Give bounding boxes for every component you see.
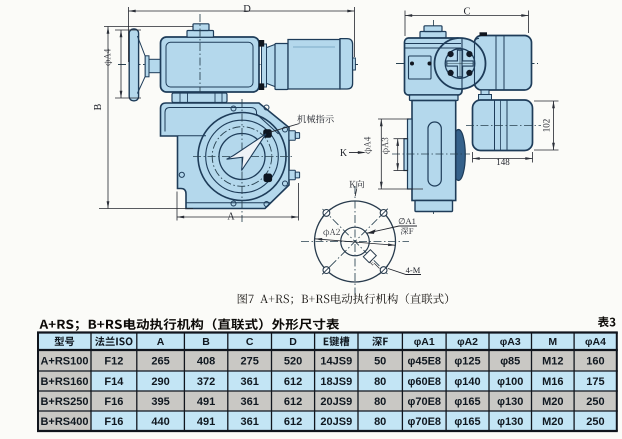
svg-text:φ130: φ130 <box>497 416 523 428</box>
svg-text:φA3: φA3 <box>500 336 521 348</box>
svg-text:612: 612 <box>284 416 302 428</box>
svg-text:φ100: φ100 <box>497 376 523 388</box>
svg-text:612: 612 <box>284 376 302 388</box>
svg-text:148: 148 <box>496 157 510 167</box>
svg-text:φ60E8: φ60E8 <box>407 376 441 388</box>
svg-text:F14: F14 <box>104 376 124 388</box>
svg-text:20JS9: 20JS9 <box>320 396 352 408</box>
svg-text:102: 102 <box>542 119 552 133</box>
svg-text:φ130: φ130 <box>497 396 523 408</box>
svg-text:14JS9: 14JS9 <box>320 355 352 367</box>
svg-text:A: A <box>227 211 235 222</box>
svg-text:B+RS250: B+RS250 <box>40 396 88 408</box>
svg-text:C: C <box>246 336 254 348</box>
svg-text:265: 265 <box>151 355 169 367</box>
svg-text:491: 491 <box>197 416 215 428</box>
svg-text:D: D <box>243 4 251 15</box>
svg-text:φ45E8: φ45E8 <box>407 355 441 367</box>
svg-text:F12: F12 <box>104 355 123 367</box>
svg-text:M: M <box>548 336 557 348</box>
svg-text:φA2: φA2 <box>457 336 478 348</box>
svg-text:φ165: φ165 <box>454 396 480 408</box>
svg-text:290: 290 <box>151 376 169 388</box>
svg-text:φ165: φ165 <box>454 416 480 428</box>
svg-text:K: K <box>340 148 348 159</box>
svg-text:F16: F16 <box>104 396 123 408</box>
svg-text:∅A1: ∅A1 <box>398 216 416 226</box>
svg-text:275: 275 <box>240 355 258 367</box>
svg-text:B: B <box>202 336 210 348</box>
svg-text:250: 250 <box>586 416 604 428</box>
svg-text:F16: F16 <box>104 416 123 428</box>
svg-text:A+RS100: A+RS100 <box>40 355 88 367</box>
svg-text:80: 80 <box>374 416 386 428</box>
svg-text:M16: M16 <box>542 376 563 388</box>
svg-text:361: 361 <box>240 376 258 388</box>
svg-text:B+RS400: B+RS400 <box>40 416 88 428</box>
svg-text:φ125: φ125 <box>454 355 480 367</box>
svg-text:395: 395 <box>151 396 169 408</box>
svg-text:φ70E8: φ70E8 <box>407 396 441 408</box>
svg-text:φ140: φ140 <box>454 376 480 388</box>
svg-text:φA4: φA4 <box>585 336 606 348</box>
svg-text:φ70E8: φ70E8 <box>407 416 441 428</box>
svg-text:361: 361 <box>240 396 258 408</box>
svg-text:M20: M20 <box>542 416 563 428</box>
svg-text:408: 408 <box>197 355 215 367</box>
svg-text:80: 80 <box>374 396 386 408</box>
svg-text:φA1: φA1 <box>414 336 435 348</box>
svg-text:D: D <box>289 336 297 348</box>
svg-text:M12: M12 <box>542 355 563 367</box>
svg-text:50: 50 <box>374 355 386 367</box>
svg-text:A: A <box>157 336 165 348</box>
svg-text:φ85: φ85 <box>500 355 520 367</box>
svg-text:18JS9: 18JS9 <box>320 376 352 388</box>
svg-text:B+RS160: B+RS160 <box>40 376 88 388</box>
svg-text:B: B <box>93 103 104 110</box>
svg-text:361: 361 <box>240 416 258 428</box>
svg-text:250: 250 <box>586 396 604 408</box>
svg-text:C: C <box>463 6 470 17</box>
svg-text:175: 175 <box>586 376 604 388</box>
svg-text:160: 160 <box>586 355 604 367</box>
svg-text:M20: M20 <box>542 396 563 408</box>
svg-text:520: 520 <box>284 355 302 367</box>
svg-text:491: 491 <box>197 396 215 408</box>
svg-text:440: 440 <box>151 416 169 428</box>
svg-text:4-M: 4-M <box>406 265 421 275</box>
svg-text:80: 80 <box>374 376 386 388</box>
svg-text:372: 372 <box>197 376 215 388</box>
svg-text:612: 612 <box>284 396 302 408</box>
svg-text:20JS9: 20JS9 <box>320 416 352 428</box>
